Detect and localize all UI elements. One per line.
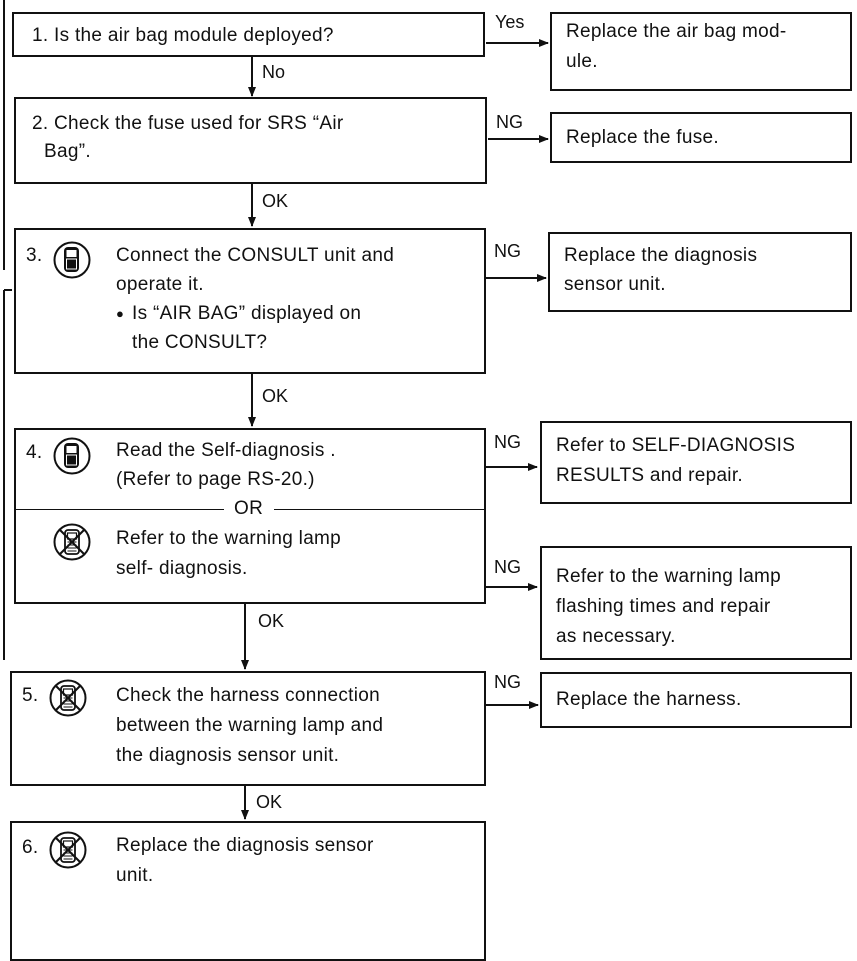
action-6-box: Replace the harness. — [540, 672, 852, 728]
label-ng-5: NG — [494, 672, 521, 692]
action-6-line-1: Replace the harness. — [556, 689, 742, 710]
step-3-line-3: Is “AIR BAG” displayed on — [132, 303, 362, 324]
label-ng-2: NG — [494, 241, 521, 261]
action-4-line-1: Refer to SELF-DIAGNOSIS — [556, 435, 796, 456]
or-divider-right — [274, 509, 486, 510]
action-3-box: Replace the diagnosis sensor unit. — [548, 232, 852, 312]
label-ok-1: OK — [262, 191, 289, 211]
action-4-line-2: RESULTS and repair. — [556, 465, 743, 486]
step-3-box: 3. Connect the CONSULT unit and operate … — [14, 228, 486, 374]
step-3-bullet: ● — [116, 306, 125, 321]
action-4-box: Refer to SELF-DIAGNOSIS RESULTS and repa… — [540, 421, 852, 504]
label-ng-3: NG — [494, 432, 521, 452]
step-1-text: 1. Is the air bag module deployed? — [32, 25, 334, 46]
step-6-line-1: Replace the diagnosis sensor — [116, 835, 374, 856]
label-ng-4: NG — [494, 557, 521, 577]
no-consult-unit-icon — [53, 523, 91, 561]
action-2-line-1: Replace the fuse. — [566, 127, 719, 148]
label-ng-1: NG — [496, 112, 523, 132]
step-1-box: 1. Is the air bag module deployed? — [12, 12, 485, 57]
action-5-box: Refer to the warning lamp flashing times… — [540, 546, 852, 660]
step-2-box: 2. Check the fuse used for SRS “Air Bag”… — [14, 97, 487, 184]
step-3-line-1: Connect the CONSULT unit and — [116, 245, 395, 266]
label-no: No — [262, 62, 286, 82]
consult-unit-icon — [53, 241, 91, 279]
step-3-number: 3. — [26, 245, 43, 266]
action-2-box: Replace the fuse. — [550, 112, 852, 163]
step-4-box: 4. Read the Self-diagnosis . (Refer to p… — [14, 428, 486, 604]
label-ok-2: OK — [262, 386, 289, 406]
action-1-line-1: Replace the air bag mod- — [566, 21, 787, 42]
step-5-line-3: the diagnosis sensor unit. — [116, 745, 340, 766]
step-5-line-1: Check the harness connection — [116, 685, 380, 706]
action-5-line-2: flashing times and repair — [556, 596, 771, 617]
consult-unit-icon — [53, 437, 91, 475]
no-consult-unit-icon — [49, 831, 87, 869]
action-1-box: Replace the air bag mod- ule. — [550, 12, 852, 91]
no-consult-unit-icon — [49, 679, 87, 717]
step-6-box: 6. Replace the diagnosis sensor unit. — [10, 821, 486, 961]
step-6-line-2: unit. — [116, 865, 154, 886]
label-ok-4: OK — [256, 792, 283, 812]
label-yes: Yes — [495, 12, 525, 32]
action-3-line-1: Replace the diagnosis — [564, 245, 758, 266]
step-4-or: OR — [234, 498, 264, 519]
action-1-line-2: ule. — [566, 51, 598, 72]
step-2-line-2: Bag”. — [44, 141, 91, 162]
step-3-line-4: the CONSULT? — [132, 332, 268, 353]
step-4-line-3: Refer to the warning lamp — [116, 528, 342, 549]
or-divider-left — [16, 509, 224, 510]
action-5-line-1: Refer to the warning lamp — [556, 566, 782, 587]
step-6-number: 6. — [22, 837, 39, 858]
step-5-line-2: between the warning lamp and — [116, 715, 384, 736]
step-3-line-2: operate it. — [116, 274, 204, 295]
action-3-line-2: sensor unit. — [564, 274, 666, 295]
label-ok-3: OK — [258, 611, 285, 631]
action-5-line-3: as necessary. — [556, 626, 676, 647]
step-4-line-4: self- diagnosis. — [116, 558, 248, 579]
step-4-line-2: (Refer to page RS-20.) — [116, 469, 315, 490]
step-5-number: 5. — [22, 685, 39, 706]
step-4-line-1: Read the Self-diagnosis . — [116, 440, 336, 461]
step-4-number: 4. — [26, 442, 43, 463]
step-5-box: 5. Check the harness connection between … — [10, 671, 486, 786]
step-2-line-1: 2. Check the fuse used for SRS “Air — [32, 113, 344, 134]
